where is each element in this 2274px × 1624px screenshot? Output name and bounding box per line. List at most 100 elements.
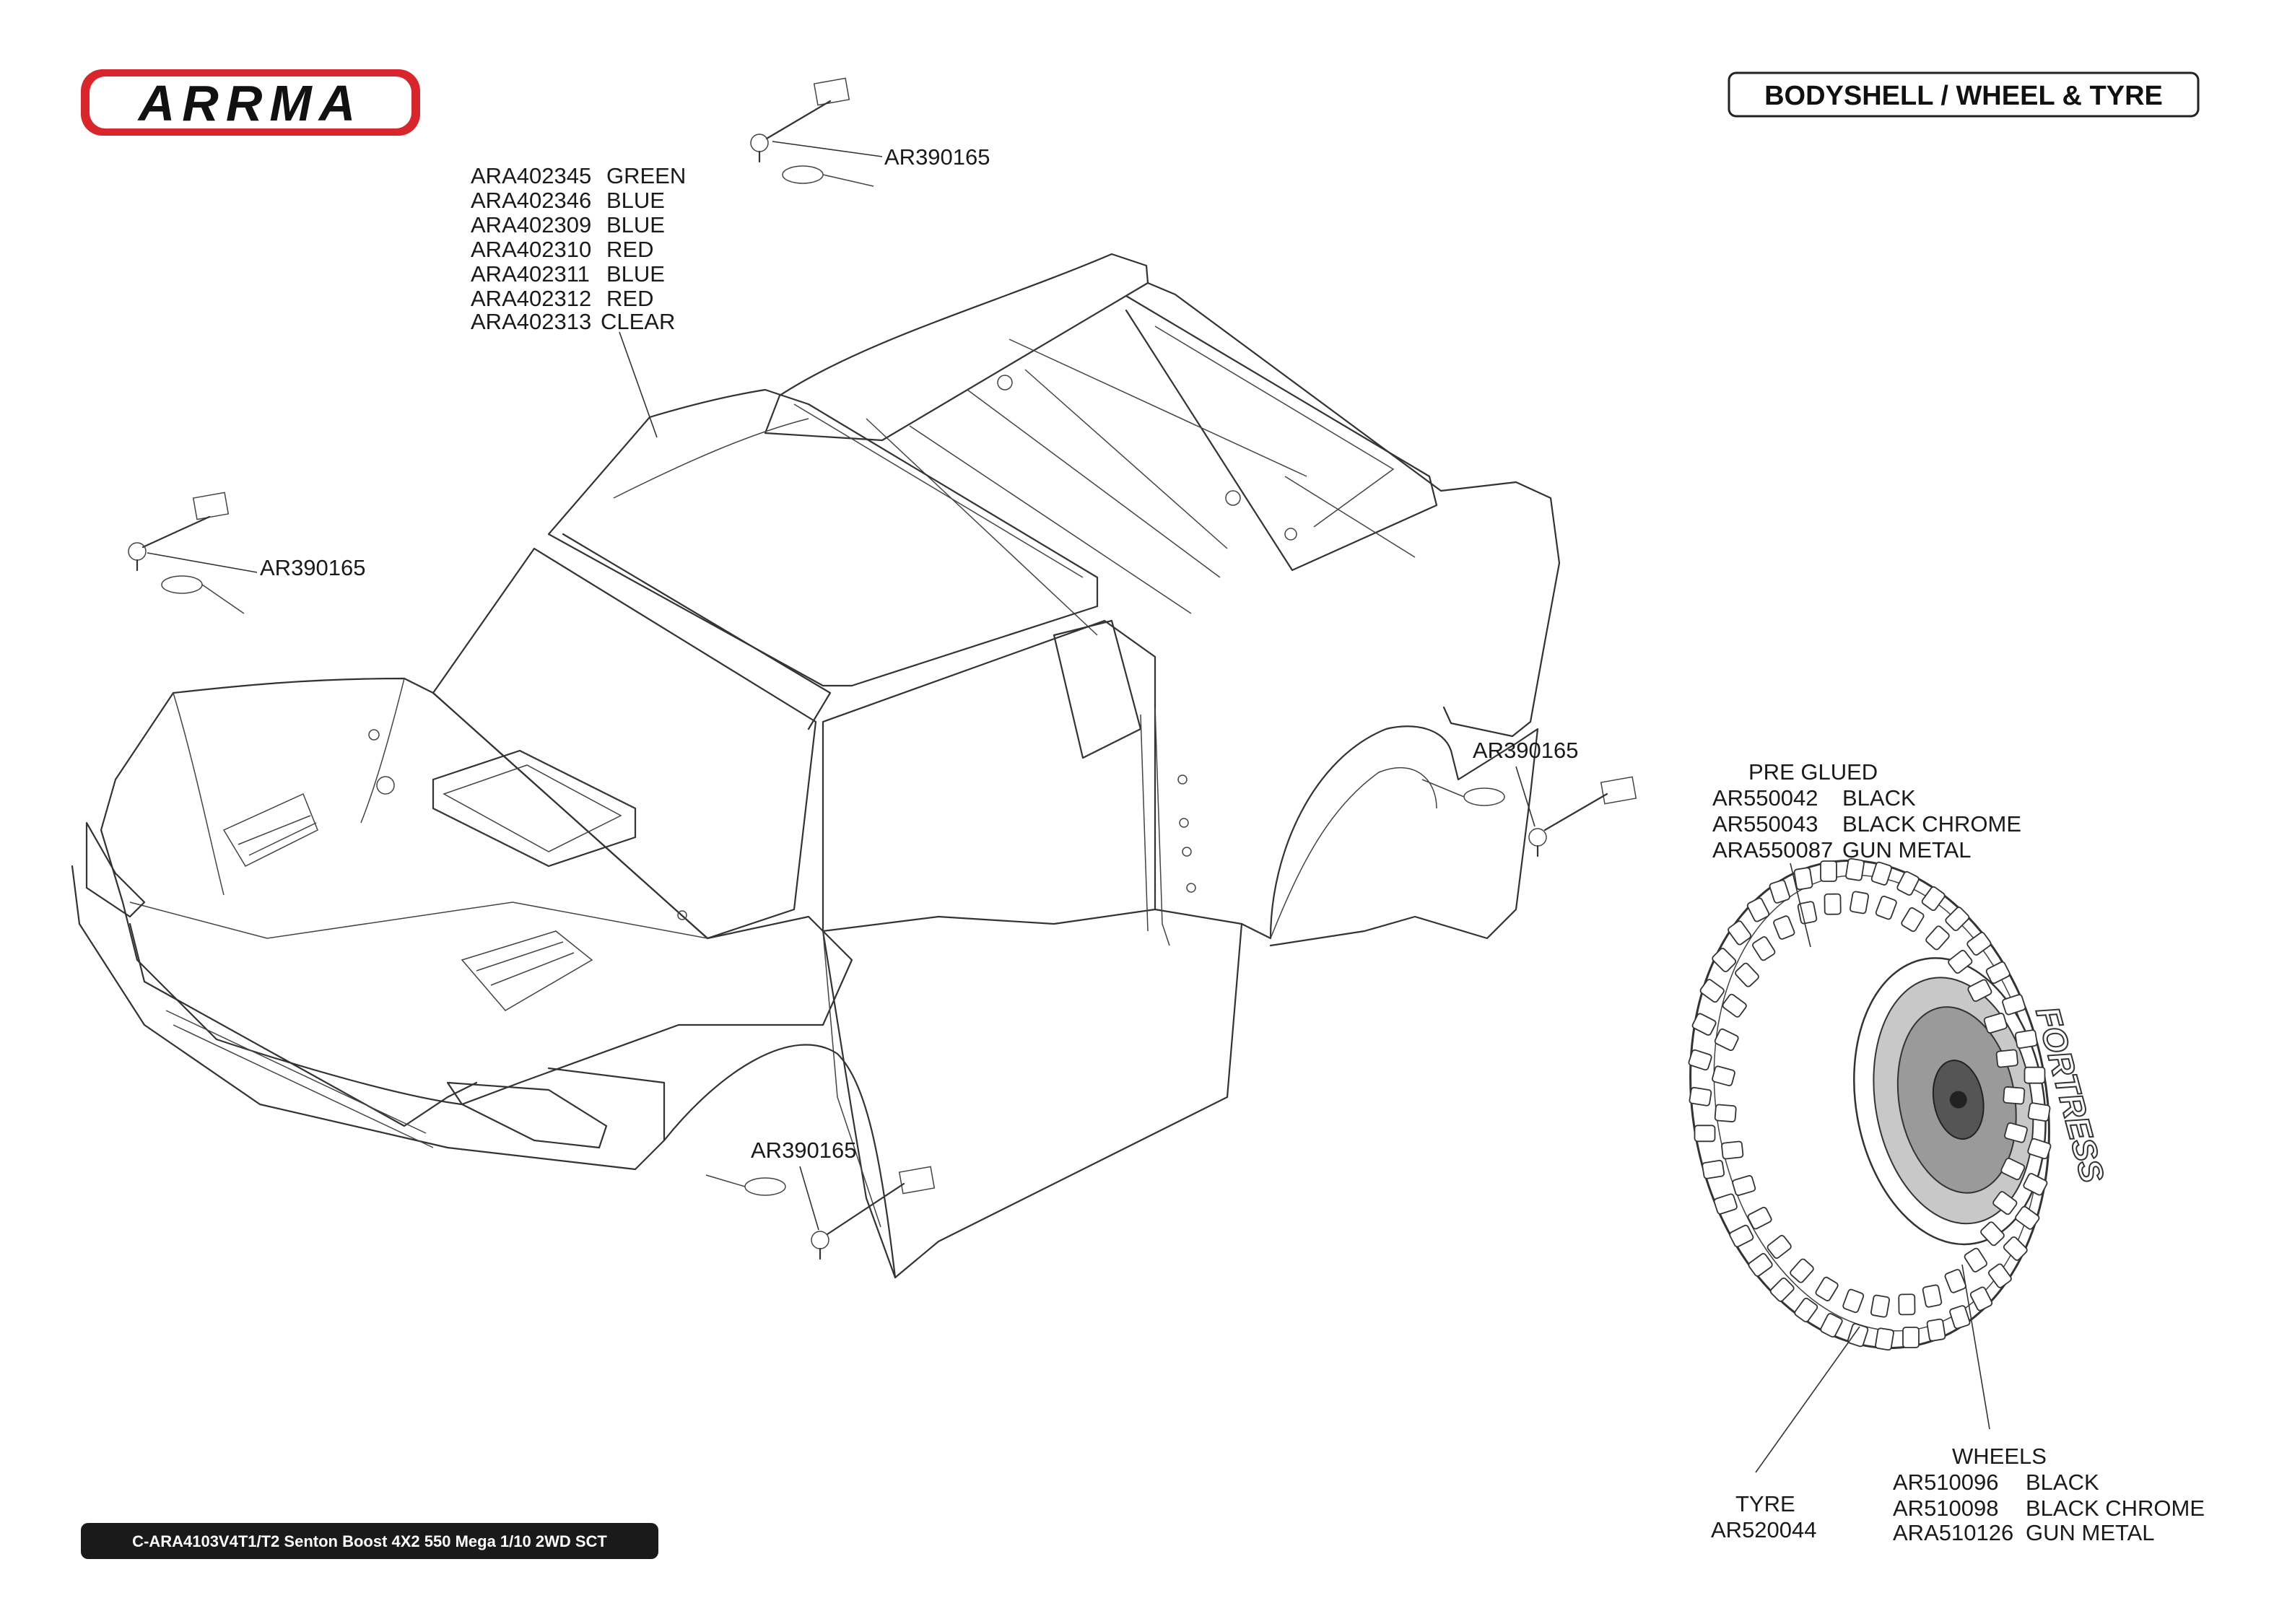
tread-block	[1948, 949, 1973, 974]
body-part-code: ARA402313	[471, 309, 591, 334]
body-part-variant: GREEN	[606, 163, 686, 188]
tread-block	[1992, 1191, 2018, 1215]
tread-block	[1966, 932, 1992, 956]
tread-block	[1896, 870, 1920, 896]
tread-block	[1967, 979, 1992, 1002]
tread-block	[1944, 1269, 1966, 1293]
tread-block	[1949, 1305, 1971, 1330]
tread-block	[1987, 1263, 2012, 1288]
body-part-variant: RED	[606, 286, 653, 311]
body-part-variant: BLUE	[606, 261, 665, 287]
pre-glued-heading: PRE GLUED	[1748, 759, 1878, 785]
tread-block	[1847, 1323, 1869, 1348]
tread-block	[1902, 1327, 1920, 1348]
wheel-code: ARA510126	[1893, 1520, 2013, 1545]
tread-block	[1793, 867, 1813, 891]
tread-block	[1969, 1286, 1993, 1311]
arrma-logo: ARRMA	[81, 69, 420, 136]
tread-block	[1714, 1104, 1737, 1122]
wheels-list: WHEELS AR510096 BLACK AR510098 BLACK CHR…	[1893, 1264, 2205, 1545]
tread-block	[1732, 1175, 1756, 1196]
tread-block	[1849, 891, 1870, 914]
pre-glued-code: ARA550087	[1712, 837, 1833, 863]
tread-block	[2000, 1157, 2026, 1181]
tread-block	[1773, 915, 1795, 940]
body-part-code: ARA402345	[471, 163, 591, 188]
tread-block	[1769, 879, 1790, 904]
wheels-heading: WHEELS	[1952, 1444, 2047, 1469]
pre-glued-code: AR550042	[1712, 785, 1818, 811]
body-part-code: ARA402346	[471, 188, 591, 213]
section-title-box: BODYSHELL / WHEEL & TYRE	[1728, 71, 2200, 118]
body-part-variant: BLUE	[606, 212, 665, 237]
tread-block	[1691, 1013, 1717, 1036]
tread-block	[1824, 893, 1842, 915]
tread-block	[1688, 1049, 1712, 1071]
tread-block	[1748, 1253, 1773, 1277]
tread-block	[1794, 1297, 1818, 1323]
body-mount-bottom: AR390165	[705, 1138, 936, 1260]
tread-block	[1767, 1234, 1792, 1260]
body-part-leader	[619, 331, 658, 438]
body-part-code: ARA402310	[471, 237, 591, 262]
body-part-code: ARA402311	[471, 261, 590, 287]
tread-block	[1735, 962, 1759, 987]
body-part-variant: RED	[606, 237, 653, 262]
footer-model-text: C-ARA4103V4T1/T2 Senton Boost 4X2 550 Me…	[132, 1532, 607, 1550]
tread-block	[1820, 860, 1837, 882]
tread-block	[1870, 861, 1893, 886]
body-part-variant: CLEAR	[601, 309, 675, 334]
truck-bodyshell-drawing	[71, 253, 1561, 1279]
tread-block	[2003, 1086, 2026, 1105]
pre-glued-variant: GUN METAL	[1842, 837, 1972, 863]
tread-block	[1901, 907, 1925, 933]
tread-block	[2004, 1122, 2028, 1143]
pre-glued-variant: BLACK	[1842, 785, 1916, 811]
tread-block	[1722, 993, 1747, 1018]
footer-bar: C-ARA4103V4T1/T2 Senton Boost 4X2 550 Me…	[81, 1523, 658, 1559]
body-part-code: ARA402312	[471, 286, 591, 311]
mount-label-left: AR390165	[260, 555, 366, 580]
tyre-code: AR520044	[1711, 1517, 1817, 1542]
body-mount-right: AR390165	[1421, 738, 1637, 857]
tread-block	[1714, 1028, 1739, 1052]
tread-block	[1842, 1288, 1865, 1314]
tread-block	[2003, 1236, 2028, 1261]
tread-block	[1729, 1224, 1754, 1248]
tread-block	[1980, 1221, 2005, 1247]
wheel-code: AR510096	[1893, 1470, 1999, 1495]
tyre-heading: TYRE	[1735, 1491, 1795, 1516]
tread-block	[1728, 920, 1752, 946]
tyre-tread-blocks	[1688, 857, 2052, 1351]
body-mount-top: AR390165	[750, 77, 990, 187]
body-mount-left: AR390165	[128, 492, 366, 614]
logo-wordmark: ARRMA	[137, 75, 363, 131]
tread-block	[1699, 979, 1725, 1003]
tread-block	[1721, 1140, 1744, 1160]
body-part-code: ARA402309	[471, 212, 591, 237]
tread-block	[1790, 1258, 1814, 1283]
tread-block	[2023, 1066, 2046, 1084]
tread-block	[1845, 857, 1865, 881]
tread-block	[1712, 1065, 1735, 1086]
tread-block	[1820, 1313, 1843, 1338]
pre-glued-code: AR550043	[1712, 811, 1818, 837]
tread-block	[1925, 925, 1950, 951]
tread-block	[2027, 1138, 2052, 1160]
tread-block	[1769, 1277, 1795, 1302]
wheel-variant: BLACK	[2026, 1470, 2099, 1495]
tread-block	[1815, 1276, 1839, 1301]
tread-block	[1995, 1049, 2018, 1068]
mount-label-bottom: AR390165	[751, 1138, 857, 1163]
tread-block	[1926, 1318, 1946, 1342]
tread-block	[1702, 1159, 1725, 1179]
body-part-variant: BLUE	[606, 188, 665, 213]
tread-block	[1922, 1284, 1943, 1308]
tread-block	[2027, 1102, 2051, 1122]
tread-block	[2015, 1205, 2040, 1230]
pre-glued-variant: BLACK CHROME	[1842, 811, 2021, 837]
tread-block	[1983, 1013, 2008, 1034]
tread-block	[1712, 948, 1737, 973]
tread-block	[1746, 897, 1770, 922]
